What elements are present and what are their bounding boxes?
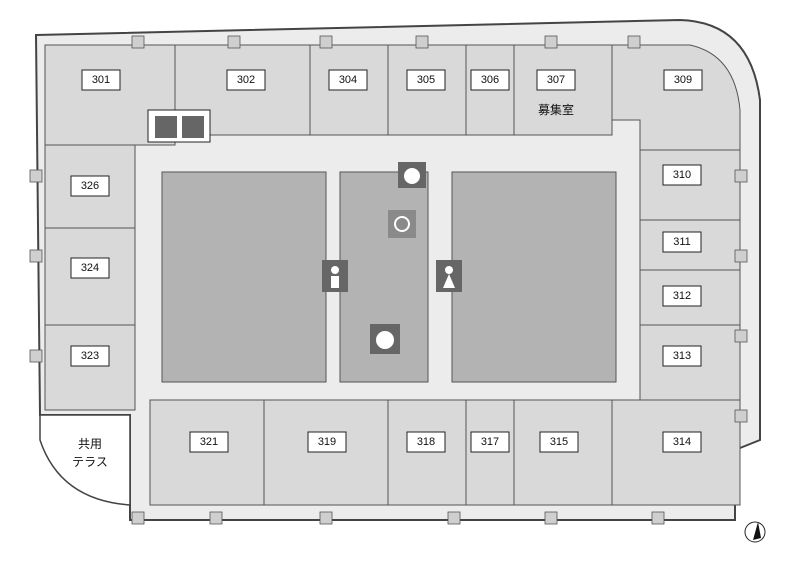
room-323[interactable] [44,324,136,411]
accessible-icon [388,210,416,238]
room-number-label: 324 [81,262,99,274]
room-label-box [662,285,702,307]
room-label-box [662,231,702,253]
elevator-icon [182,116,204,138]
elevator-icon [155,116,177,138]
room-label-box [662,164,702,186]
room-number-label: 323 [81,350,99,362]
room-number-label: 307 [547,74,565,86]
female-icon [436,260,462,292]
room-number-label: 319 [318,436,336,448]
room-number-label: 306 [481,74,499,86]
room-label-box [470,431,510,453]
room-label-box [70,345,110,367]
room-number-label: 318 [417,436,435,448]
room-label-box [189,431,229,453]
room-label-box [70,175,110,197]
room-label-box [470,69,510,91]
room-number-label: 305 [417,74,435,86]
room-label-box [662,345,702,367]
room-number-label: 304 [339,74,357,86]
room-number-label: 311 [673,236,691,248]
room-label-box [662,431,702,453]
room-label-box [226,69,266,91]
room-label-box [406,69,446,91]
room-number-label: 326 [81,180,99,192]
north-arrow-icon [744,521,766,543]
shared-terrace [39,414,131,506]
recruiting-label: 募集室 [538,102,574,117]
tea-kettle-icon [370,324,400,354]
room-number-label: 301 [92,74,110,86]
core-right-block [451,171,617,383]
room-label-box [81,69,121,91]
room-number-label: 310 [673,169,691,181]
room-number-label: 315 [550,436,568,448]
male-icon [322,260,348,292]
room-number-label: 317 [481,436,499,448]
room-number-label: 313 [673,350,691,362]
core-left-block [161,171,327,383]
elevator-group [147,109,211,143]
tea-kettle-icon [398,162,426,188]
room-number-label: 314 [673,436,691,448]
room-label-box [406,431,446,453]
columns [29,35,748,525]
room-label-box [328,69,368,91]
room-label-box [539,431,579,453]
room-number-label: 312 [673,290,691,302]
room-label-box [307,431,347,453]
room-number-label: 321 [200,436,218,448]
room-label-box [663,69,703,91]
terrace-label-line2: テラス [72,455,108,469]
room-label-box [536,69,576,91]
room-319[interactable] [263,399,389,506]
room-number-label: 309 [674,74,692,86]
room-label-box [70,257,110,279]
terrace-label-line1: 共用 [78,437,102,451]
room-number-label: 302 [237,74,255,86]
